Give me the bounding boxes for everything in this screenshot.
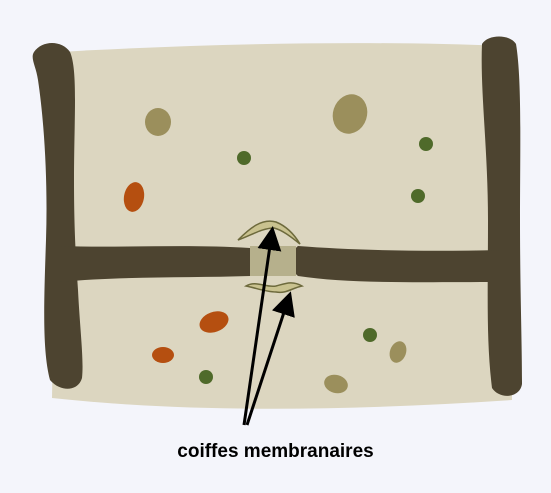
cell-wall-middle-right	[292, 246, 500, 282]
pit-zone	[250, 246, 296, 276]
organelle-green	[419, 137, 433, 151]
organelle-green	[199, 370, 213, 384]
organelle-orange	[152, 347, 174, 363]
organelle-green	[237, 151, 251, 165]
organelle-green	[411, 189, 425, 203]
organelle-olive	[145, 108, 171, 136]
caption-membrane-caps: coiffes membranaires	[0, 441, 551, 463]
organelle-green	[363, 328, 377, 342]
